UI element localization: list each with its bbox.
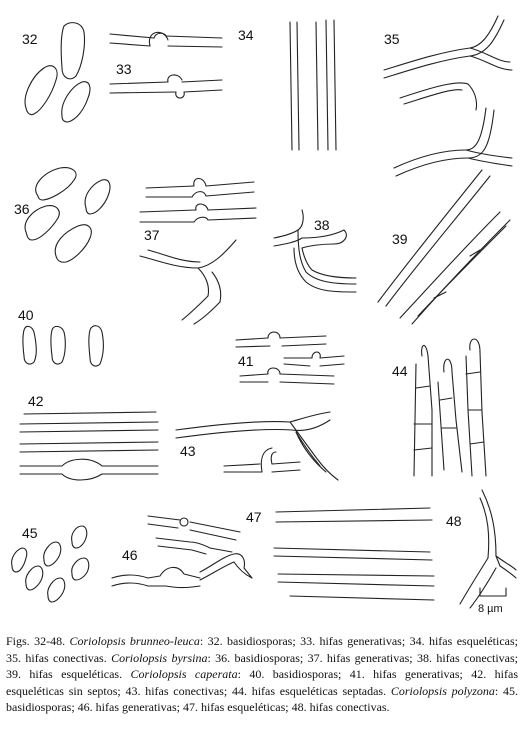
panel-43: 43 bbox=[175, 411, 339, 481]
panel-label-44: 44 bbox=[392, 363, 408, 379]
caption-species-4: Coriolopsis polyzona bbox=[390, 683, 495, 698]
panel-label-36: 36 bbox=[14, 201, 30, 217]
panel-37: 37 bbox=[139, 177, 257, 325]
panel-35: 35 bbox=[383, 15, 513, 177]
caption-species-2: Coriolopsis byrsina bbox=[111, 650, 208, 665]
caption-text-3: : 40. basidiosporas; 41. hifas generativ… bbox=[6, 667, 519, 698]
panel-36: 36 bbox=[14, 167, 111, 263]
panel-label-39: 39 bbox=[392, 231, 408, 247]
caption-text-4: : 45. basidiosporas; 46. hifas generativ… bbox=[6, 683, 518, 715]
panel-label-43: 43 bbox=[180, 443, 196, 459]
panel-33: 33 bbox=[109, 31, 223, 99]
panel-45: 45 bbox=[11, 525, 90, 603]
panel-40: 40 bbox=[18, 307, 104, 367]
panel-48: 48 bbox=[446, 489, 517, 609]
panel-47: 47 bbox=[246, 507, 435, 601]
panel-42: 42 bbox=[19, 393, 159, 481]
panel-label-45: 45 bbox=[22, 525, 38, 541]
panel-46: 46 bbox=[111, 515, 253, 589]
scale-bar: 8 µm bbox=[478, 587, 507, 615]
panel-label-46: 46 bbox=[122, 547, 138, 563]
figure-caption: Figs. 32-48. Coriolopsis brunneo-leuca: … bbox=[6, 633, 518, 716]
panel-label-32: 32 bbox=[22, 31, 38, 47]
panel-label-41: 41 bbox=[238, 353, 254, 369]
panel-label-40: 40 bbox=[18, 307, 34, 323]
caption-lead: Figs. 32-48. bbox=[6, 634, 66, 648]
panel-label-37: 37 bbox=[144, 227, 160, 243]
panel-39: 39 bbox=[377, 169, 511, 325]
panel-label-38: 38 bbox=[314, 217, 330, 233]
panel-34: 34 bbox=[238, 19, 337, 151]
panel-label-35: 35 bbox=[384, 31, 400, 47]
panel-label-47: 47 bbox=[246, 509, 262, 525]
panel-label-34: 34 bbox=[238, 27, 254, 43]
panel-38: 38 bbox=[273, 209, 357, 293]
panel-label-48: 48 bbox=[446, 513, 462, 529]
panel-label-42: 42 bbox=[28, 393, 44, 409]
hyphae-illustration-plate: 32 33 34 35 36 37 bbox=[11, 15, 517, 615]
panel-44: 44 bbox=[392, 338, 487, 477]
panel-32: 32 bbox=[22, 22, 91, 123]
caption-species-3: Coriolopsis caperata bbox=[130, 667, 238, 682]
caption-text-2: : 36. basidiosporas; 37. hifas generativ… bbox=[6, 650, 519, 682]
caption-species-1: Coriolopsis brunneo-leuca bbox=[69, 634, 200, 648]
caption-text-1: : 32. basidiosporas; 33. hifas generativ… bbox=[6, 634, 518, 665]
scale-bar-label: 8 µm bbox=[478, 603, 503, 615]
panel-41: 41 bbox=[235, 331, 345, 385]
panel-label-33: 33 bbox=[116, 61, 132, 77]
